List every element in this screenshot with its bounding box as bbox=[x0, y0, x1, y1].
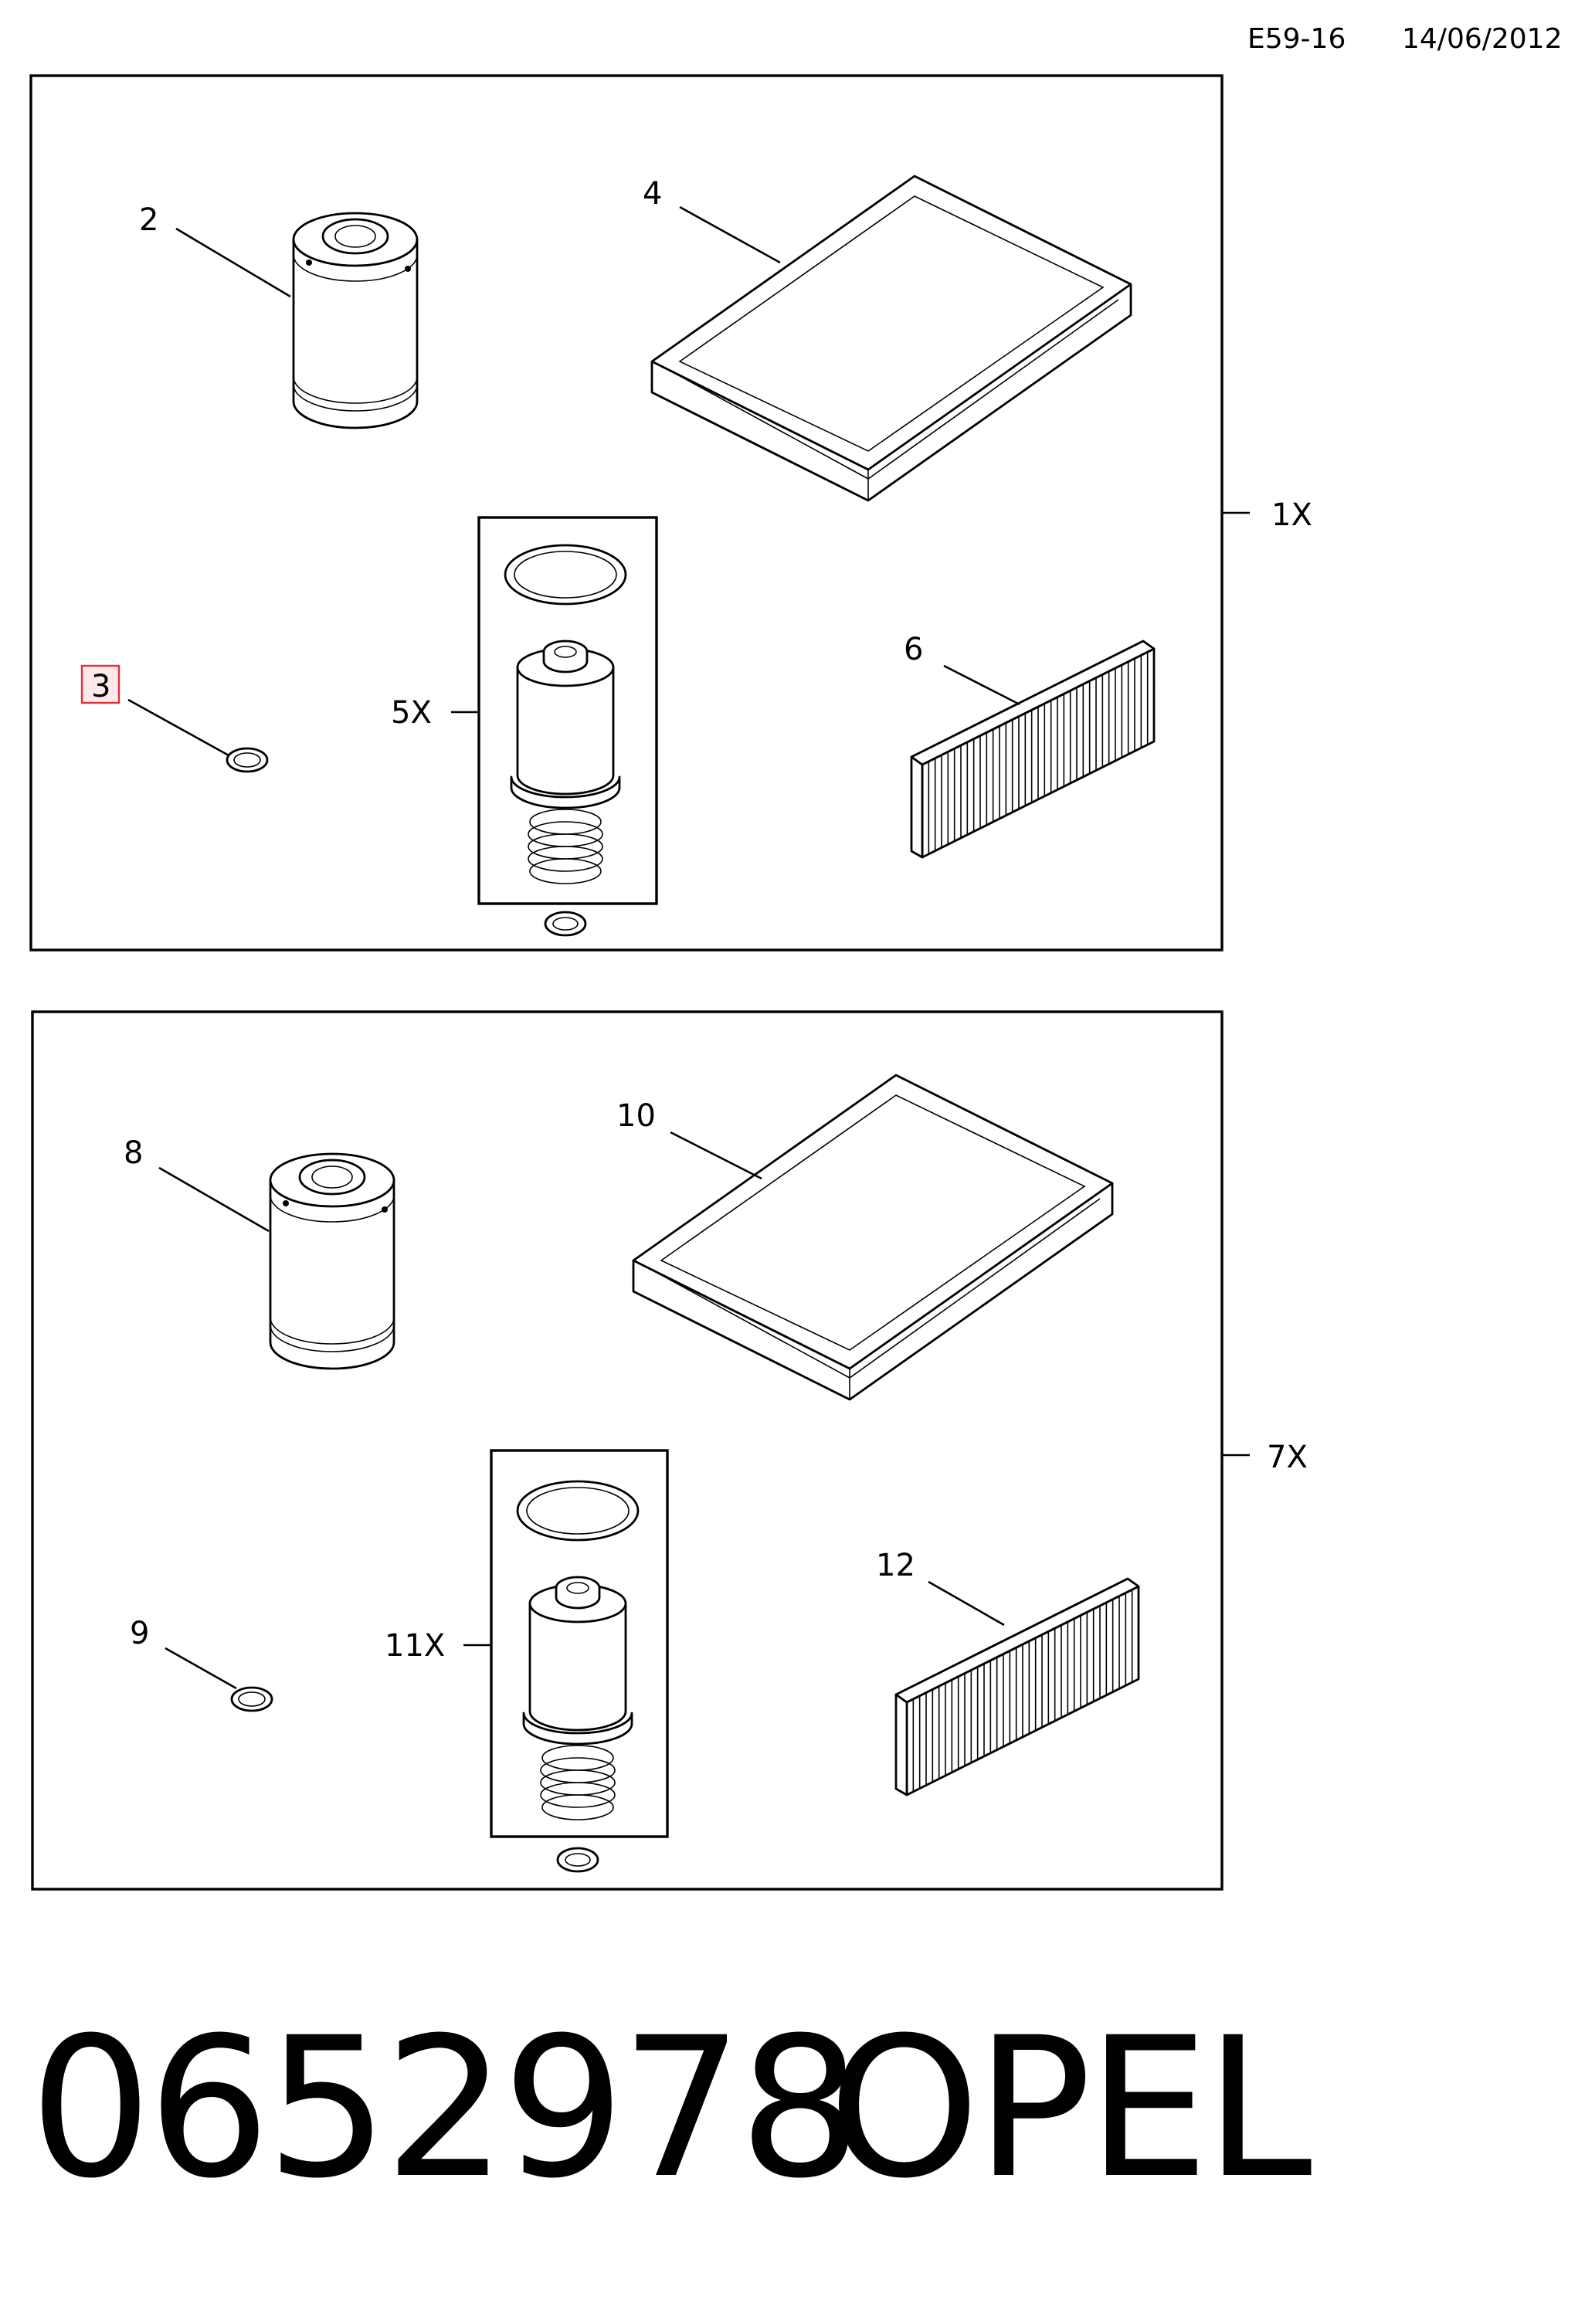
kit-1-cabin-filter-label: 6 bbox=[904, 632, 923, 667]
kit-1-oil-filter-label: 2 bbox=[139, 202, 158, 238]
kit-1-air-filter-label: 4 bbox=[643, 176, 662, 212]
drawing-code: E59-16 bbox=[1247, 23, 1346, 55]
drawing-date: 14/06/2012 bbox=[1402, 23, 1563, 55]
kit-2-panel: 7X 8 10 9 11X 12 bbox=[31, 1010, 1308, 1891]
gasket-ring-icon[interactable] bbox=[226, 747, 269, 773]
kit-1-gasket-highlight bbox=[80, 664, 120, 704]
kit-2-fuel-filter-box bbox=[490, 1449, 669, 1838]
kit-1-gasket-label: 3 bbox=[91, 669, 110, 704]
fuel-filter-icon[interactable] bbox=[504, 544, 627, 937]
kit-1-fuel-filter-box bbox=[477, 516, 658, 905]
cabin-filter-icon[interactable] bbox=[894, 1577, 1140, 1796]
oil-filter-icon[interactable] bbox=[292, 212, 419, 429]
kit-1-fuel-filter-label: 5X bbox=[391, 695, 432, 731]
cabin-filter-icon[interactable] bbox=[910, 640, 1156, 859]
oil-filter-icon[interactable] bbox=[269, 1152, 395, 1370]
gasket-ring-icon[interactable] bbox=[230, 1686, 273, 1712]
kit-2-fuel-filter-label: 11X bbox=[385, 1628, 445, 1664]
fuel-filter-icon[interactable] bbox=[516, 1480, 640, 1873]
kit-2-quantity-label: 7X bbox=[1267, 1440, 1308, 1475]
kit-2-oil-filter-label: 8 bbox=[124, 1135, 143, 1171]
kit-1-panel: 1X 2 4 3 5X 6 bbox=[29, 74, 1312, 952]
brand-name: OPEL bbox=[828, 1996, 1312, 2221]
kit-1-quantity-label: 1X bbox=[1271, 497, 1312, 533]
kit-2-gasket-label: 9 bbox=[130, 1616, 149, 1651]
kit-2-air-filter-label: 10 bbox=[616, 1098, 656, 1134]
air-filter-icon[interactable] bbox=[650, 175, 1132, 502]
part-number: 0652978 bbox=[29, 1996, 861, 2221]
air-filter-icon[interactable] bbox=[632, 1074, 1114, 1401]
kit-2-cabin-filter-label: 12 bbox=[876, 1548, 915, 1583]
